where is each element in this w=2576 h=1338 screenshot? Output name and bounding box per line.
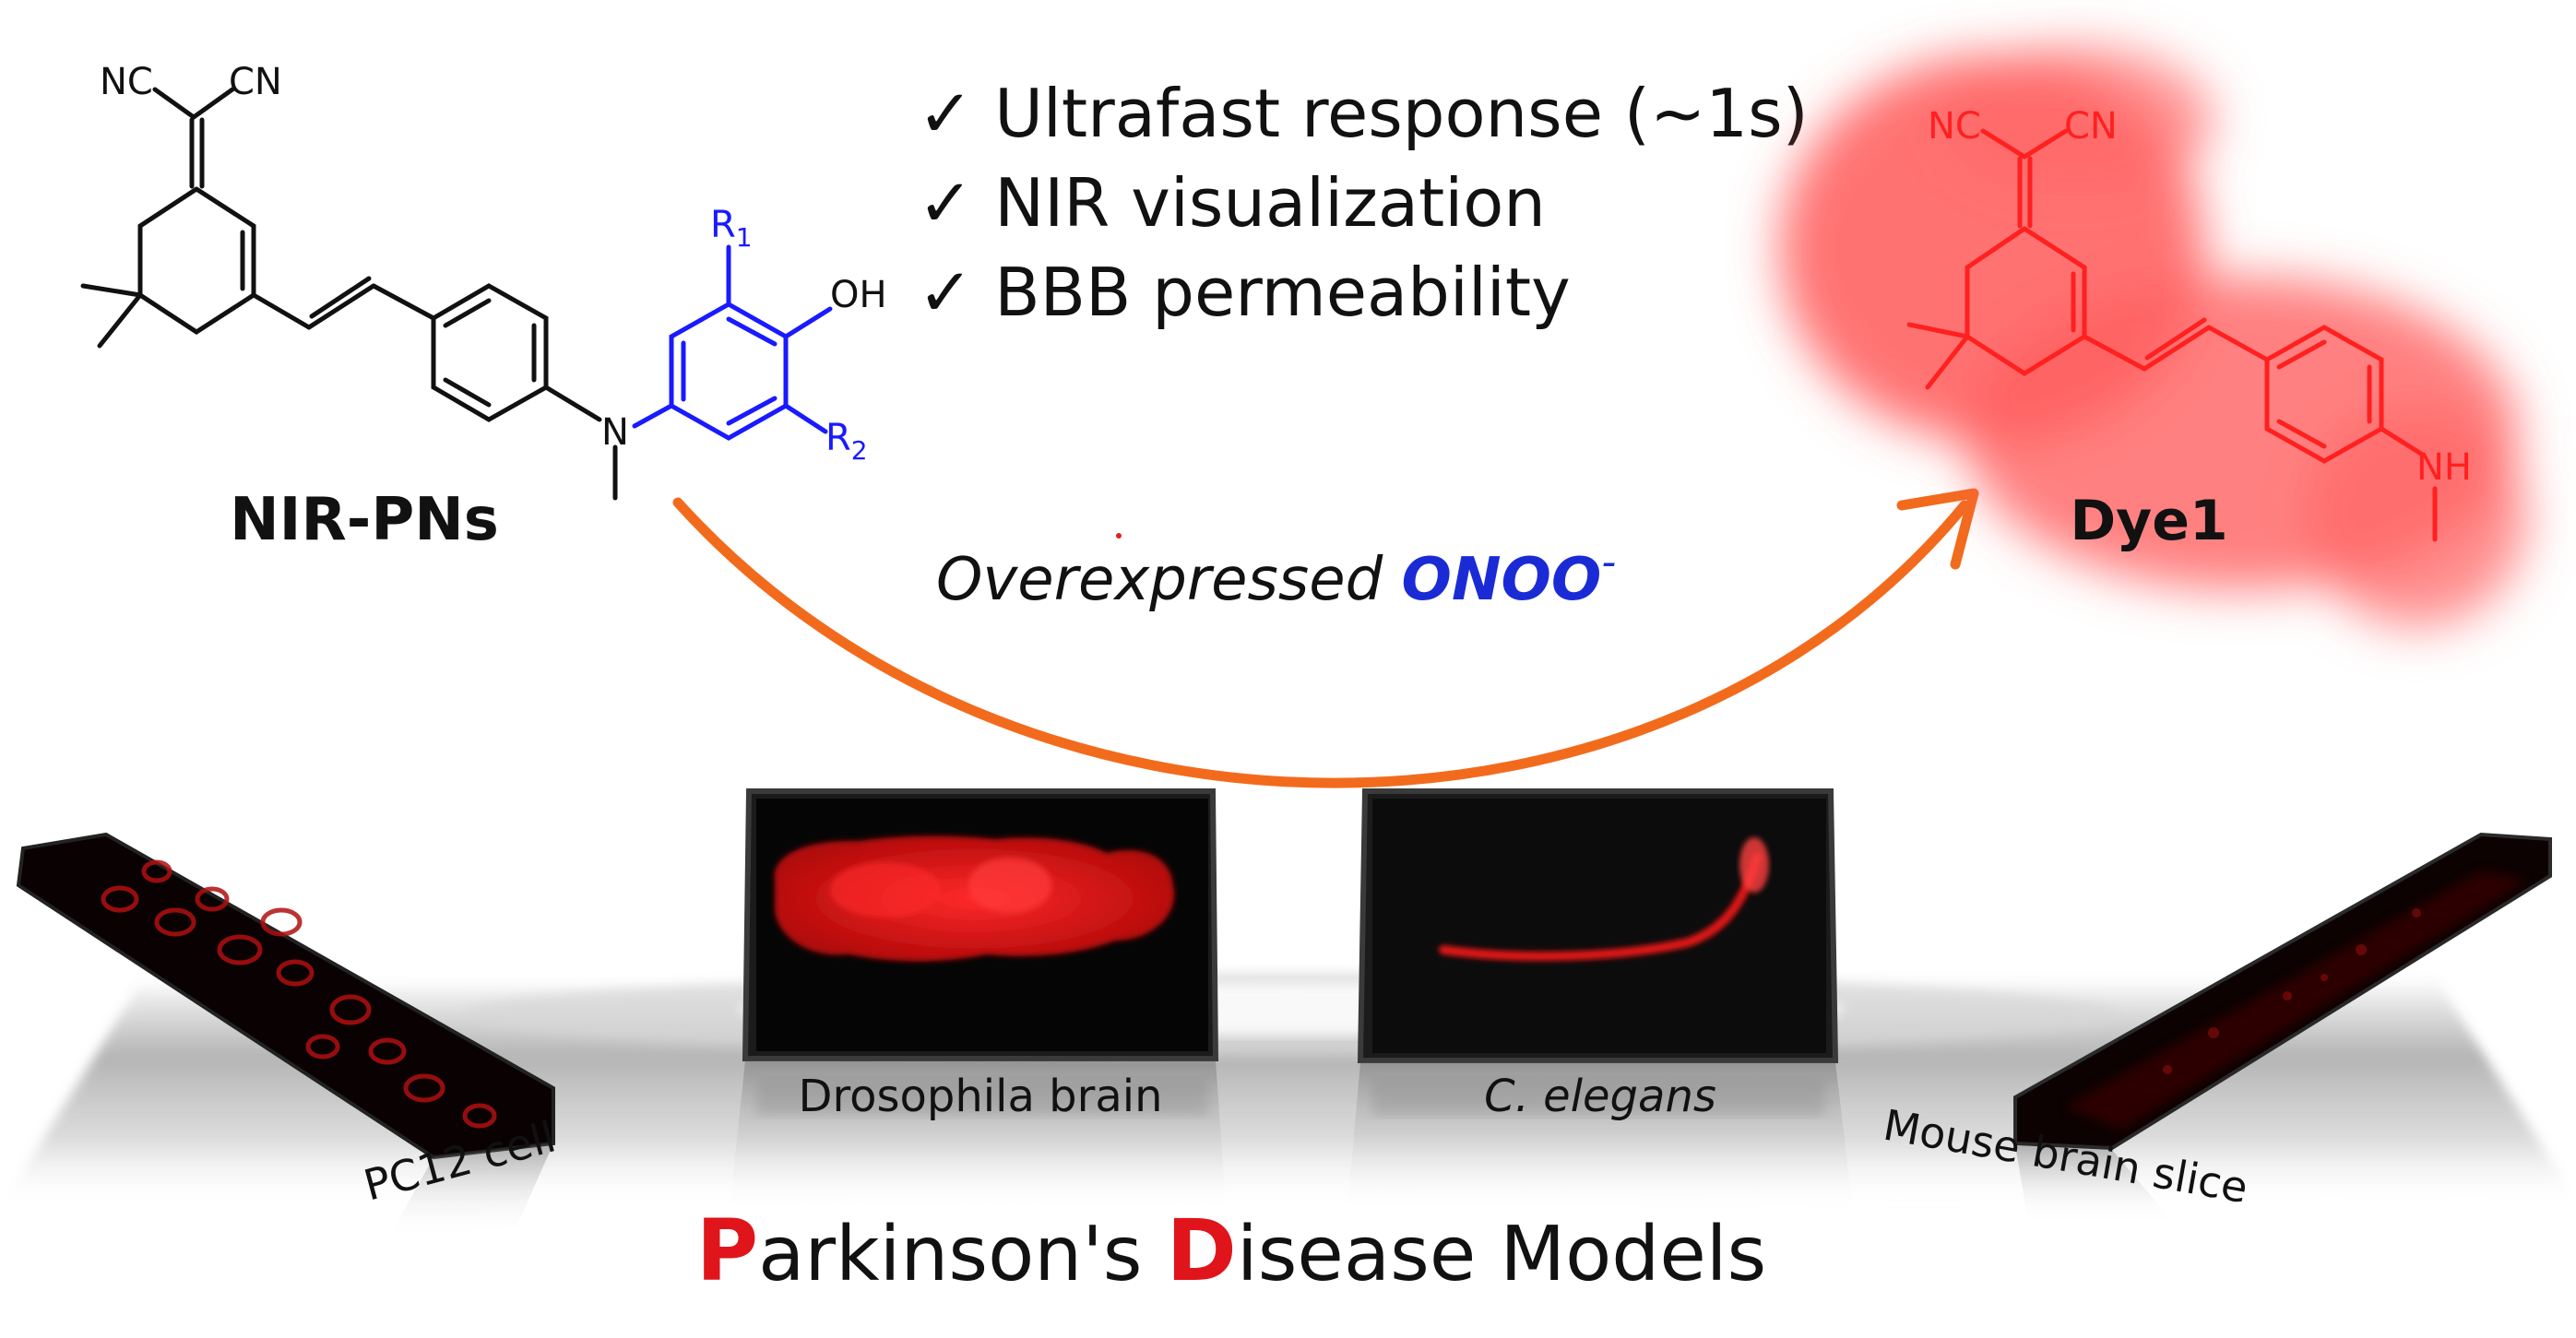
feature-ultrafast: ✓ Ultrafast response (~1s) bbox=[918, 75, 1809, 152]
product-structure bbox=[1906, 128, 2438, 542]
product-name: Dye1 bbox=[2070, 489, 2227, 553]
figure-title: Parkinson's Disease Models bbox=[696, 1202, 1767, 1300]
reaction-arrow bbox=[672, 488, 1979, 788]
celegans-worm-image bbox=[1439, 837, 1769, 961]
label-celegans: C. elegans bbox=[1484, 1071, 1716, 1122]
panel-pc12 bbox=[16, 832, 555, 1240]
drosophila-brain-image bbox=[774, 835, 1175, 962]
receptor-phenol bbox=[632, 244, 833, 441]
probe-n-label: N bbox=[601, 411, 629, 454]
probe-r1-label: R1 bbox=[710, 204, 753, 253]
product-nc-label: NC bbox=[1928, 105, 1981, 148]
probe-nc-label: NC bbox=[100, 61, 153, 103]
product-nh-label: NH bbox=[2416, 446, 2472, 489]
probe-name: NIR-PNs bbox=[230, 486, 499, 554]
probe-structure bbox=[80, 87, 618, 501]
reaction-label: Overexpressed ONOO- bbox=[936, 539, 1616, 614]
stray-dot bbox=[1116, 533, 1122, 539]
panel-mouse bbox=[2013, 832, 2552, 1226]
panel-celegans bbox=[1347, 788, 1854, 1217]
probe-r2-label: R2 bbox=[825, 417, 868, 466]
probe-oh-label: OH bbox=[830, 274, 887, 316]
product-cn-label: CN bbox=[2064, 105, 2118, 148]
feature-bbb: ✓ BBB permeability bbox=[918, 254, 1571, 331]
feature-list: ✓ Ultrafast response (~1s) ✓ NIR visuali… bbox=[918, 75, 1809, 331]
panel-drosophila bbox=[729, 788, 1227, 1217]
label-drosophila: Drosophila brain bbox=[799, 1071, 1163, 1122]
probe-cn-label: CN bbox=[229, 61, 282, 103]
feature-nir: ✓ NIR visualization bbox=[918, 164, 1546, 242]
